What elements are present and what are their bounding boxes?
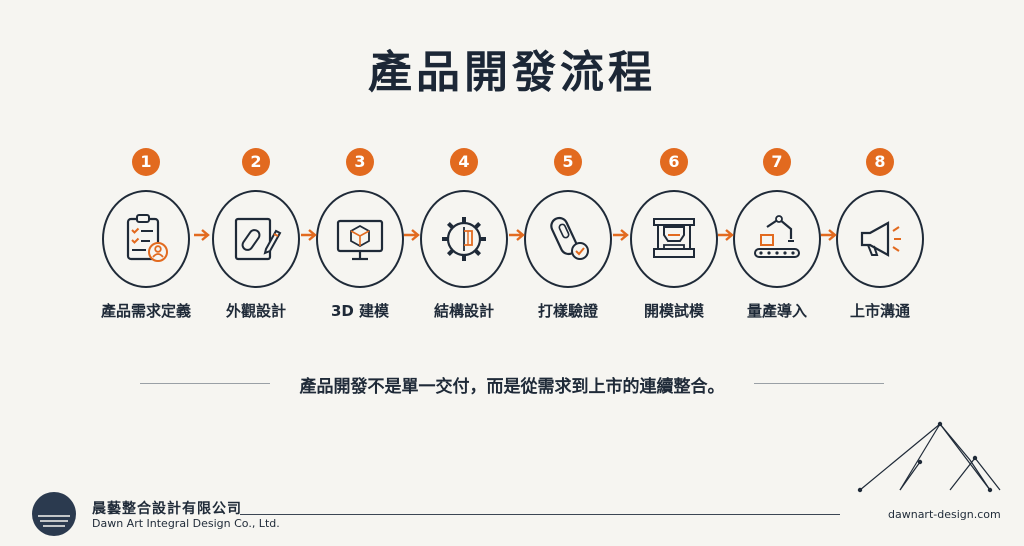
website-link[interactable]: dawnart-design.com	[888, 508, 1001, 521]
step-6: 6 開模試模	[619, 148, 729, 321]
step-number: 7	[763, 148, 791, 176]
tagline-row: 產品開發不是單一交付，而是從需求到上市的連續整合。	[140, 372, 884, 397]
mold-press-icon	[653, 218, 695, 258]
arrow-right-icon	[509, 229, 525, 241]
page-title: 產品開發流程	[368, 47, 656, 98]
step-number: 2	[242, 148, 270, 176]
step-number: 1	[132, 148, 160, 176]
step-4: 4 結構設計	[409, 148, 519, 321]
divider	[140, 383, 270, 384]
step-label: 打樣驗證	[537, 302, 598, 320]
step-icon-circle	[102, 190, 190, 288]
company-logo	[32, 492, 76, 536]
arrow-right-icon	[718, 229, 734, 241]
robot-arm-conveyor-icon	[754, 215, 800, 258]
footer: 晨藝整合設計有限公司 Dawn Art Integral Design Co.,…	[0, 470, 1024, 546]
arrow-right-icon	[613, 229, 629, 241]
gear-section-icon	[442, 217, 486, 261]
arrow-right-icon	[301, 229, 317, 241]
step-number: 5	[554, 148, 582, 176]
process-steps: 1 產品需求定義 2	[91, 148, 935, 321]
step-icon-circle	[212, 190, 300, 288]
step-label: 3D 建模	[330, 302, 390, 320]
step-2: 2 外觀設計	[201, 148, 311, 321]
step-icon-circle	[630, 190, 718, 288]
step-icon-circle	[524, 190, 612, 288]
step-label: 外觀設計	[225, 302, 286, 320]
step-label: 開模試模	[643, 302, 704, 320]
step-3: 3 3D 建模	[305, 148, 415, 321]
step-icon-circle	[733, 190, 821, 288]
step-icon-circle	[836, 190, 924, 288]
step-icon-circle	[316, 190, 404, 288]
step-label: 量產導入	[746, 302, 807, 320]
monitor-cube-icon	[336, 219, 384, 261]
divider	[754, 383, 884, 384]
arrow-right-icon	[404, 229, 420, 241]
step-label: 結構設計	[433, 302, 494, 320]
step-number: 8	[866, 148, 894, 176]
step-label: 上市溝通	[849, 302, 910, 320]
step-number: 3	[346, 148, 374, 176]
company-name-zh: 晨藝整合設計有限公司	[92, 501, 242, 517]
arrow-right-icon	[194, 229, 210, 241]
step-number: 4	[450, 148, 478, 176]
step-icon-circle	[420, 190, 508, 288]
company-name-en: Dawn Art Integral Design Co., Ltd.	[92, 517, 280, 530]
step-1: 1 產品需求定義	[91, 148, 201, 321]
step-5: 5 打樣驗證	[513, 148, 623, 321]
prototype-check-icon	[550, 216, 589, 260]
sketch-pencil-icon	[234, 217, 282, 261]
step-8: 8 上市溝通	[825, 148, 935, 321]
megaphone-icon	[860, 221, 901, 257]
step-label: 產品需求定義	[100, 302, 191, 320]
clipboard-user-icon	[126, 214, 168, 262]
step-7: 7 量產導入	[722, 148, 832, 321]
footer-divider	[240, 514, 840, 515]
tagline: 產品開發不是單一交付，而是從需求到上市的連續整合。	[299, 377, 725, 397]
step-number: 6	[660, 148, 688, 176]
triangle-line-decoration	[857, 421, 1001, 493]
arrow-right-icon	[821, 229, 837, 241]
